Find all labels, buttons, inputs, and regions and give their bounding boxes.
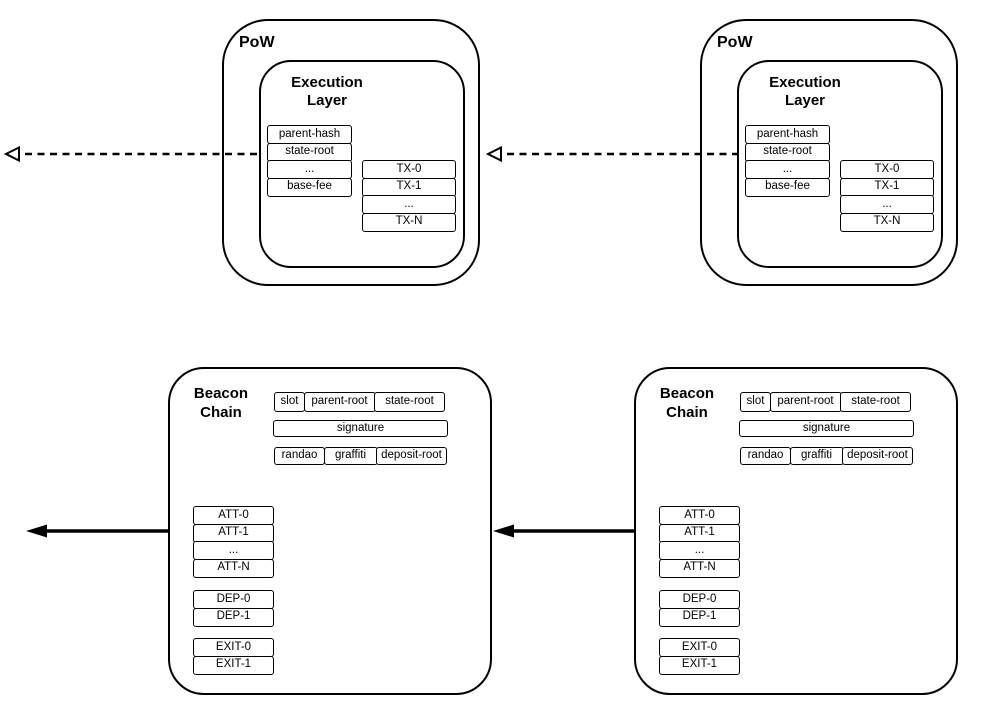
att-cell-n: ATT-N	[659, 558, 740, 578]
execution-layer-box: Execution Layer parent-hash state-root .…	[737, 60, 943, 268]
exit-cell-1: EXIT-1	[193, 655, 274, 675]
exit-cell-0: EXIT-0	[659, 638, 740, 657]
pow-block-1: PoW Execution Layer parent-hash state-ro…	[222, 19, 480, 286]
exit-list: EXIT-0 EXIT-1	[193, 638, 274, 675]
tx-cell-1: TX-1	[362, 177, 456, 197]
tx-cell-0: TX-0	[840, 160, 934, 179]
pow-block-2: PoW Execution Layer parent-hash state-ro…	[700, 19, 958, 286]
beacon-field-state-root: state-root	[840, 392, 911, 412]
pow-title: PoW	[717, 34, 753, 51]
beacon-block-1: Beacon Chain slot parent-root state-root…	[168, 367, 492, 695]
transaction-list: TX-0 TX-1 ... TX-N	[362, 160, 456, 232]
beacon-field-deposit-root: deposit-root	[376, 447, 447, 465]
beacon-field-parent-root: parent-root	[769, 392, 842, 412]
exec-field-state-root: state-root	[745, 142, 830, 162]
exec-field-state-root: state-root	[267, 142, 352, 162]
beacon-field-graffiti: graffiti	[323, 447, 378, 465]
exec-field-ellipsis: ...	[745, 160, 830, 179]
filled-arrowhead-icon	[26, 524, 47, 538]
dep-cell-1: DEP-1	[193, 607, 274, 627]
exec-field-base-fee: base-fee	[745, 177, 830, 197]
beacon-header-row: slot parent-root state-root	[274, 392, 445, 412]
deposit-list: DEP-0 DEP-1	[659, 590, 740, 627]
beacon-chain-title: Beacon Chain	[193, 385, 249, 421]
deposit-list: DEP-0 DEP-1	[193, 590, 274, 627]
pow-title: PoW	[239, 34, 275, 51]
beacon-chain-title: Beacon Chain	[659, 385, 715, 421]
tx-cell-n: TX-N	[840, 212, 934, 232]
att-cell-1: ATT-1	[193, 523, 274, 543]
exec-field-base-fee: base-fee	[267, 177, 352, 197]
exit-cell-0: EXIT-0	[193, 638, 274, 657]
tx-cell-0: TX-0	[362, 160, 456, 179]
att-cell-1: ATT-1	[659, 523, 740, 543]
beacon-field-slot: slot	[740, 392, 771, 412]
att-cell-ellipsis: ...	[659, 541, 740, 560]
exit-list: EXIT-0 EXIT-1	[659, 638, 740, 675]
beacon-field-signature: signature	[739, 420, 914, 437]
beacon-header-row: slot parent-root state-root	[740, 392, 911, 412]
att-cell-0: ATT-0	[659, 506, 740, 525]
beacon-field-randao: randao	[740, 447, 791, 465]
tx-cell-1: TX-1	[840, 177, 934, 197]
att-cell-n: ATT-N	[193, 558, 274, 578]
execution-layer-title: Execution Layer	[769, 74, 841, 109]
filled-arrowhead-icon	[493, 524, 514, 538]
dep-cell-0: DEP-0	[193, 590, 274, 609]
beacon-field-slot: slot	[274, 392, 305, 412]
beacon-mix-row: randao graffiti deposit-root	[274, 447, 447, 465]
open-arrowhead-icon	[3, 145, 20, 163]
beacon-block-2: Beacon Chain slot parent-root state-root…	[634, 367, 958, 695]
beacon-mix-row: randao graffiti deposit-root	[740, 447, 913, 465]
tx-cell-ellipsis: ...	[840, 195, 934, 214]
exec-field-ellipsis: ...	[267, 160, 352, 179]
open-arrowhead-icon	[485, 145, 502, 163]
execution-layer-title: Execution Layer	[291, 74, 363, 109]
transaction-list: TX-0 TX-1 ... TX-N	[840, 160, 934, 232]
beacon-field-deposit-root: deposit-root	[842, 447, 913, 465]
beacon-field-parent-root: parent-root	[303, 392, 376, 412]
beacon-field-randao: randao	[274, 447, 325, 465]
beacon-field-graffiti: graffiti	[789, 447, 844, 465]
beacon-parent-arrow-1-offscreen	[26, 524, 169, 538]
beacon-parent-arrow-2-to-1	[493, 524, 635, 538]
att-cell-0: ATT-0	[193, 506, 274, 525]
attestation-list: ATT-0 ATT-1 ... ATT-N	[193, 506, 274, 578]
execution-header-fields: parent-hash state-root ... base-fee	[267, 125, 352, 197]
execution-layer-box: Execution Layer parent-hash state-root .…	[259, 60, 465, 268]
exec-field-parent-hash: parent-hash	[745, 125, 830, 144]
tx-cell-n: TX-N	[362, 212, 456, 232]
beacon-field-signature: signature	[273, 420, 448, 437]
attestation-list: ATT-0 ATT-1 ... ATT-N	[659, 506, 740, 578]
exec-field-parent-hash: parent-hash	[267, 125, 352, 144]
tx-cell-ellipsis: ...	[362, 195, 456, 214]
dep-cell-0: DEP-0	[659, 590, 740, 609]
exit-cell-1: EXIT-1	[659, 655, 740, 675]
att-cell-ellipsis: ...	[193, 541, 274, 560]
dep-cell-1: DEP-1	[659, 607, 740, 627]
beacon-field-state-root: state-root	[374, 392, 445, 412]
pow-parent-arrow-1-offscreen	[3, 145, 257, 163]
execution-header-fields: parent-hash state-root ... base-fee	[745, 125, 830, 197]
